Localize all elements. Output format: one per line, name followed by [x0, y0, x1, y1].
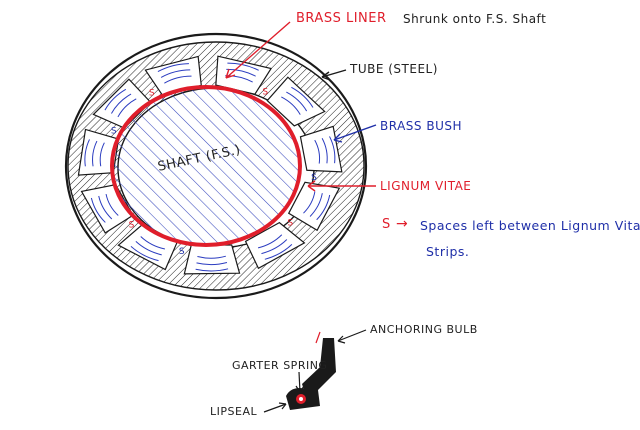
- wood-grain-line: [90, 197, 106, 223]
- wood-grain-line: [140, 236, 165, 250]
- wood-grain-line: [117, 98, 137, 118]
- space-marker: S: [111, 127, 117, 137]
- wood-grain-line: [309, 193, 323, 217]
- brass-liner-arrow-head: [225, 68, 236, 79]
- garter-spring-core: [299, 397, 303, 401]
- wood-grain-line: [291, 86, 314, 108]
- wood-grain-line: [196, 262, 228, 266]
- lip-seal-assembly: [286, 338, 336, 410]
- wood-grain-line: [314, 139, 321, 164]
- wood-grain-line: [104, 88, 127, 111]
- garter-spring-label: GARTER SPRING: [232, 359, 328, 372]
- shaft: [112, 87, 300, 245]
- wood-grain-line: [157, 63, 189, 73]
- wood-grain-line: [111, 93, 132, 114]
- wood-grain-line: [135, 241, 162, 256]
- wood-grain-line: [329, 136, 336, 164]
- lignum-vitae-strip: [299, 125, 343, 173]
- anchoring-bulb-label: ANCHORING BULB: [370, 323, 478, 336]
- wood-grain-line: [321, 138, 328, 164]
- lip-seal-label: LIPSEAL: [210, 405, 258, 418]
- tube-label: TUBE (STEEL): [350, 62, 438, 76]
- wood-grain-line: [99, 142, 105, 167]
- wood-grain-line: [92, 140, 98, 167]
- space-marker: S: [287, 219, 293, 229]
- lignum-vitae-arrow-head: [307, 180, 316, 192]
- brass-bush-arrow: [333, 124, 377, 141]
- tube-arrow-head: [321, 71, 331, 81]
- wood-grain-line: [257, 234, 283, 249]
- wood-grain-line: [164, 75, 192, 84]
- lignum-vitae-strip: [244, 221, 306, 270]
- steel-tube: [64, 32, 368, 300]
- brass-liner: [110, 85, 302, 247]
- wood-grain-line: [160, 69, 191, 78]
- wood-grain-line: [261, 239, 288, 255]
- legend-line-2: Strips.: [426, 244, 470, 259]
- space-marker: S: [149, 89, 155, 99]
- wood-grain-line: [264, 243, 293, 260]
- brass-liner-note: Shrunk onto F.S. Shaft: [403, 12, 547, 26]
- anchoring-bulb: [302, 338, 336, 394]
- wood-grain-line: [195, 268, 229, 272]
- wood-grain-line: [105, 193, 119, 216]
- space-marker: S: [179, 247, 185, 257]
- anchoring-bulb-arrow: [337, 329, 367, 342]
- space-markers: S S S S S S S: [111, 87, 317, 257]
- wood-grain-line: [130, 245, 159, 262]
- lignum-vitae-label: LIGNUM VITAE: [380, 179, 472, 193]
- wood-grain-line: [286, 91, 308, 112]
- wood-grain-line: [84, 139, 90, 167]
- brass-liner-label: BRASS LINER: [296, 11, 387, 26]
- lignum-vitae-strips: [77, 55, 343, 275]
- space-marker: S: [311, 173, 317, 183]
- wood-grain-line: [316, 194, 331, 221]
- space-marker: S: [129, 221, 135, 231]
- brass-bush-label: BRASS BUSH: [380, 119, 462, 133]
- brass-liner-arrow: [225, 21, 291, 79]
- legend-s: S: [382, 217, 391, 232]
- lip-seal-arrow: [263, 403, 287, 413]
- wood-grain-line: [98, 195, 113, 220]
- lignum-vitae-strip: [266, 76, 326, 127]
- wood-grain-line: [303, 191, 316, 214]
- lignum-vitae-strip: [183, 244, 241, 275]
- wood-grain-line: [197, 255, 226, 259]
- garter-spring-arrow: [298, 371, 301, 393]
- wood-grain-line: [281, 96, 301, 115]
- space-marker: S: [262, 87, 268, 97]
- legend-arrow: →: [396, 216, 409, 232]
- brass-bush-arrow-head: [333, 133, 343, 143]
- tube-arrow: [321, 69, 347, 78]
- legend-line-1: Spaces left between Lignum Vitae: [420, 218, 640, 233]
- wood-grain-line: [227, 62, 259, 71]
